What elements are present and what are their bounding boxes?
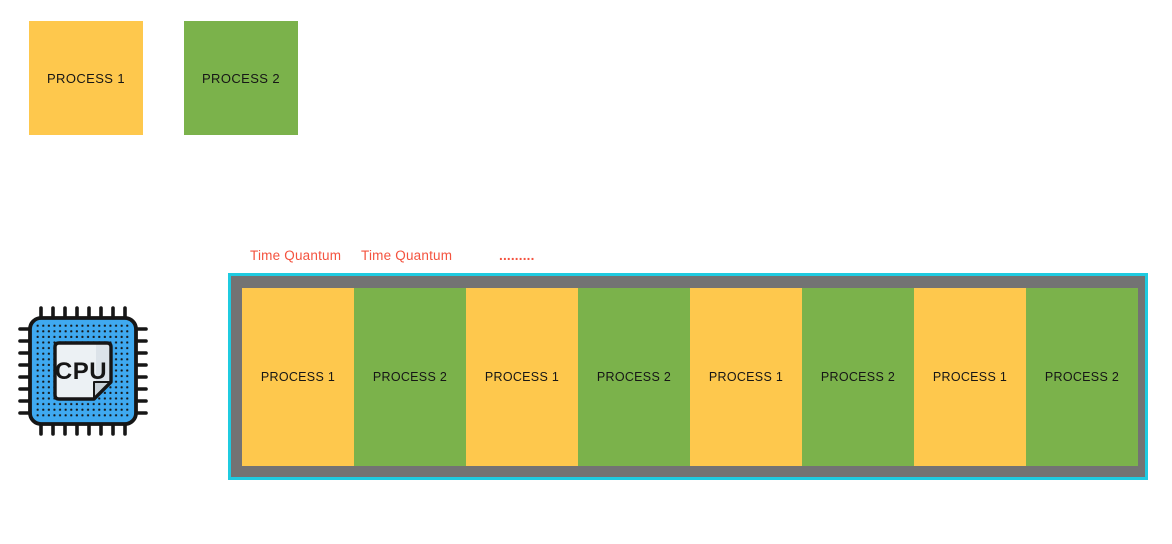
process1-legend-box: PROCESS 1 xyxy=(29,21,143,135)
time-quantum-ellipsis: ......... xyxy=(499,248,535,263)
timeline-slot-5: PROCESS 1 xyxy=(690,287,802,466)
timeline-slot-2: PROCESS 2 xyxy=(354,287,466,466)
timeline-slot-7: PROCESS 1 xyxy=(914,287,1026,466)
timeline-slot-1: PROCESS 1 xyxy=(242,287,354,466)
cpu-icon: CPU xyxy=(17,305,149,437)
timeline-slot-8: PROCESS 2 xyxy=(1026,287,1138,466)
process2-legend-box: PROCESS 2 xyxy=(184,21,298,135)
process1-legend-label: PROCESS 1 xyxy=(46,70,125,86)
timeline-slot-3: PROCESS 1 xyxy=(466,287,578,466)
cpu-label: CPU xyxy=(55,358,107,385)
time-quantum-label-2: Time Quantum xyxy=(361,248,453,263)
timeline-slot-4: PROCESS 2 xyxy=(578,287,690,466)
cpu-chip-graphic: CPU xyxy=(18,306,148,436)
timeline-slot-6: PROCESS 2 xyxy=(802,287,914,466)
process2-legend-label: PROCESS 2 xyxy=(201,70,280,86)
time-quantum-label-1: Time Quantum xyxy=(250,248,342,263)
